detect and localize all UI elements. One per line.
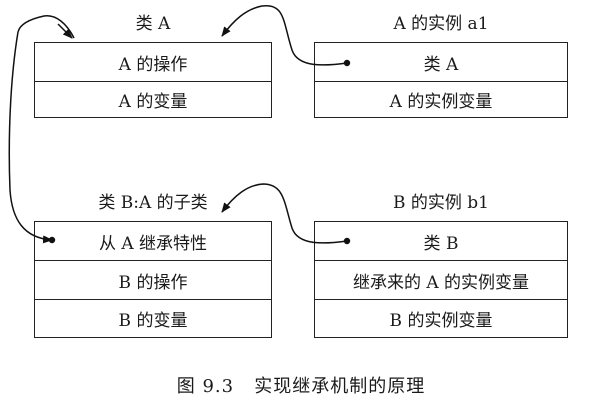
instance-a1-box: 类 A A 的实例变量 xyxy=(314,42,568,118)
figure-caption: 图 9.3 实现继承机制的原理 xyxy=(176,376,426,397)
instance-a1-title: A 的实例 a1 xyxy=(393,14,489,34)
class-b-variables: B 的变量 xyxy=(35,299,271,336)
instance-b1-box: 类 B 继承来的 A 的实例变量 B 的实例变量 xyxy=(314,221,568,338)
instance-b1-class-ref: 类 B xyxy=(423,233,459,254)
instance-b1-inherited-variables: 继承来的 A 的实例变量 xyxy=(315,260,567,299)
class-b-operations: B 的操作 xyxy=(35,260,271,299)
class-b-inherits: 从 A 继承特性 xyxy=(98,233,208,254)
instance-a1-class-ref: 类 A xyxy=(423,54,459,75)
class-a-box: A 的操作 A 的变量 xyxy=(34,42,272,118)
class-b-box: 从 A 继承特性 B 的操作 B 的变量 xyxy=(34,221,272,338)
class-a-variables: A 的变量 xyxy=(35,81,271,117)
class-b-title: 类 B:A 的子类 xyxy=(98,193,208,213)
instance-b1-variables: B 的实例变量 xyxy=(315,299,567,336)
instance-b1-title: B 的实例 b1 xyxy=(393,193,489,213)
instance-a1-variables: A 的实例变量 xyxy=(315,81,567,117)
class-a-title: 类 A xyxy=(135,14,171,34)
class-a-operations: A 的操作 xyxy=(118,54,188,75)
